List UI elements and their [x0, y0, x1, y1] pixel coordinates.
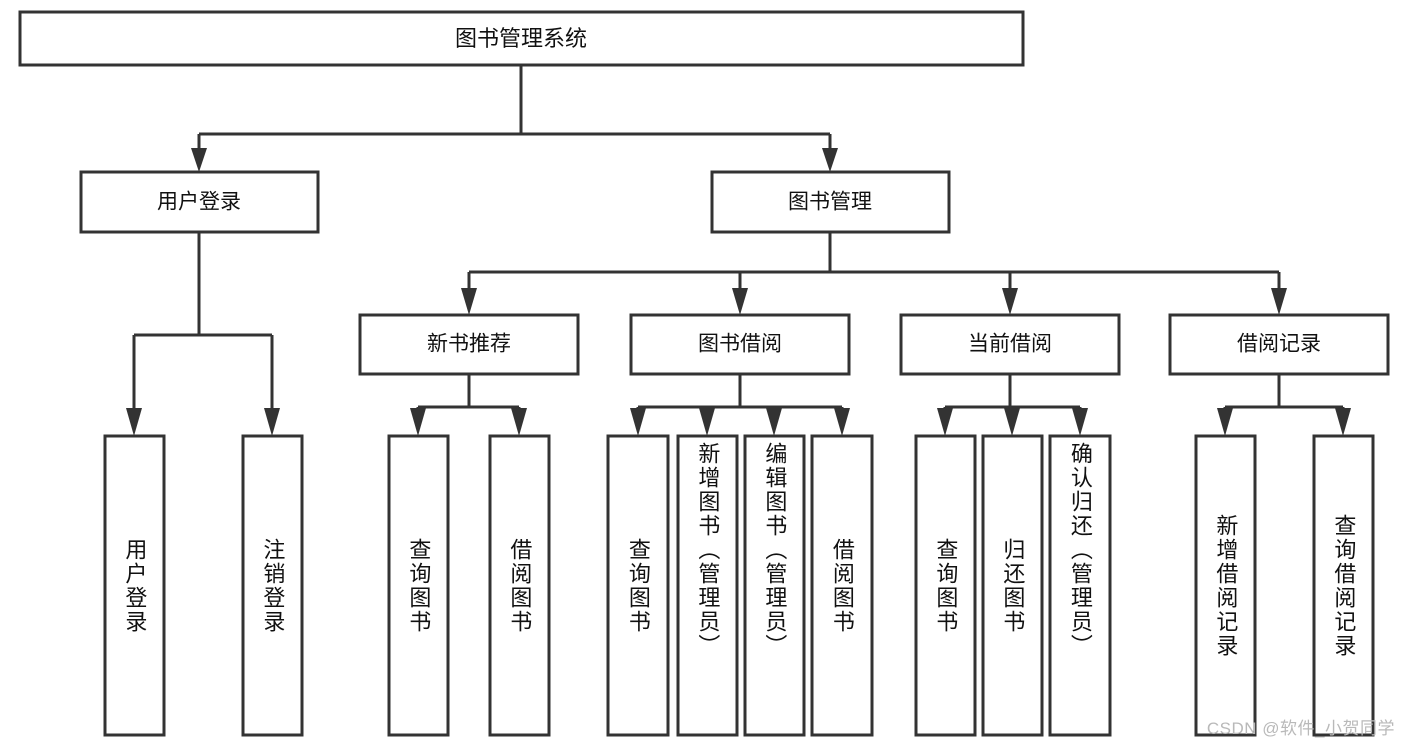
leaf-boxes-book-borrow — [606, 434, 874, 737]
arrowhead-leaf-add-record — [1217, 408, 1233, 436]
arrowhead-leaf-query-book-1 — [410, 408, 426, 436]
connector-group-current-borrow — [937, 374, 1088, 436]
node-book-borrow-label: 图书借阅 — [698, 333, 782, 356]
arrowhead-current-borrow — [1002, 288, 1018, 315]
leaf-box-add-book[interactable] — [676, 434, 739, 737]
arrowhead-borrow-record — [1271, 288, 1287, 315]
node-user-login-label: 用户登录 — [157, 191, 241, 214]
arrowhead-leaf-query-book-3 — [937, 408, 953, 436]
leaf-box-borrow-book-1[interactable] — [488, 434, 551, 737]
arrowhead-new-book-recommend — [461, 288, 477, 315]
node-current-borrow[interactable]: 当前借阅 — [899, 313, 1121, 376]
arrowhead-leaf-user-login — [126, 408, 142, 436]
leaf-box-return-book[interactable] — [981, 434, 1044, 737]
node-current-borrow-box[interactable] — [899, 313, 1121, 376]
arrowhead-leaf-edit-book — [766, 408, 782, 436]
connector-group-user-login — [126, 232, 280, 436]
connector-group-borrow-record — [1217, 374, 1351, 436]
connector-group-book-borrow — [630, 374, 850, 436]
leaf-box-edit-book[interactable] — [743, 434, 806, 737]
node-user-login-box[interactable] — [79, 170, 320, 234]
leaf-box-query-record[interactable] — [1312, 434, 1375, 737]
arrowhead-leaf-confirm-return — [1072, 408, 1088, 436]
arrowhead-leaf-query-book-2 — [630, 408, 646, 436]
leaf-boxes-current-borrow — [914, 434, 1112, 737]
node-root-label: 图书管理系统 — [455, 26, 587, 51]
arrowhead-leaf-query-record — [1335, 408, 1351, 436]
leaf-box-confirm-return[interactable] — [1048, 434, 1112, 737]
leaf-boxes-new-book-recommend — [387, 434, 551, 737]
node-current-borrow-label: 当前借阅 — [968, 333, 1052, 356]
node-borrow-record[interactable]: 借阅记录 — [1168, 313, 1390, 376]
arrowhead-leaf-logout-login — [264, 408, 280, 436]
connector-group-book-manage — [461, 232, 1287, 315]
node-book-manage-label: 图书管理 — [788, 191, 872, 214]
node-new-book-recommend-box[interactable] — [358, 313, 580, 376]
arrowhead-book-manage — [822, 148, 838, 172]
arrowhead-leaf-return-book — [1004, 408, 1020, 436]
leaf-box-borrow-book-2[interactable] — [810, 434, 874, 737]
leaf-box-query-book-3[interactable] — [914, 434, 977, 737]
node-root-box[interactable] — [18, 10, 1025, 67]
node-book-borrow[interactable]: 图书借阅 — [629, 313, 851, 376]
leaf-box-user-login[interactable] — [103, 434, 166, 737]
node-borrow-record-box[interactable] — [1168, 313, 1390, 376]
node-user-login[interactable]: 用户登录 — [79, 170, 320, 234]
node-book-manage-box[interactable] — [710, 170, 951, 234]
node-root[interactable]: 图书管理系统 — [18, 10, 1025, 67]
arrowhead-leaf-add-book — [699, 408, 715, 436]
leaf-boxes-borrow-record — [1194, 434, 1375, 737]
leaf-boxes-user-login — [103, 434, 304, 737]
arrowhead-user-login — [191, 148, 207, 172]
node-new-book-recommend-label: 新书推荐 — [427, 333, 511, 356]
arrowhead-leaf-borrow-book-2 — [834, 408, 850, 436]
node-borrow-record-label: 借阅记录 — [1237, 333, 1321, 356]
node-book-manage[interactable]: 图书管理 — [710, 170, 951, 234]
arrowhead-book-borrow — [732, 288, 748, 315]
connector-group-new-book-recommend — [410, 374, 527, 436]
arrowhead-leaf-borrow-book-1 — [511, 408, 527, 436]
leaf-box-query-book-1[interactable] — [387, 434, 450, 737]
node-new-book-recommend[interactable]: 新书推荐 — [358, 313, 580, 376]
leaf-box-add-record[interactable] — [1194, 434, 1257, 737]
leaf-box-query-book-2[interactable] — [606, 434, 670, 737]
leaf-box-logout-login[interactable] — [241, 434, 304, 737]
connector-group-root — [191, 65, 838, 172]
node-book-borrow-box[interactable] — [629, 313, 851, 376]
